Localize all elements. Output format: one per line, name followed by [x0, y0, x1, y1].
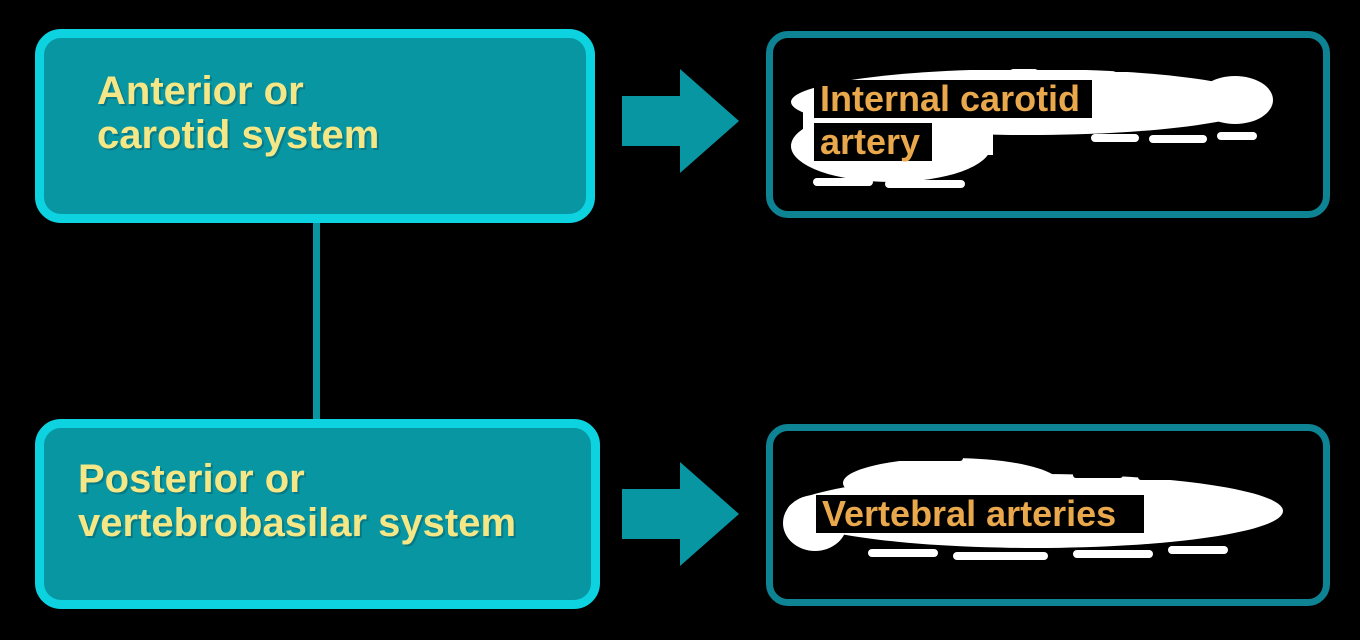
node-label-vertebral: Vertebral arteries — [816, 495, 1145, 533]
node-posterior-vertebrobasilar-system: Posterior or vertebrobasilar system — [35, 419, 600, 609]
right-arrow-icon — [622, 462, 739, 566]
node-label-line: artery — [814, 123, 933, 161]
node-vertebral-arteries: Vertebral arteries — [766, 424, 1330, 606]
node-label-anterior: Anterior or carotid system — [97, 69, 379, 157]
node-anterior-carotid-system: Anterior or carotid system — [35, 29, 595, 223]
node-label-posterior: Posterior or vertebrobasilar system — [78, 457, 516, 545]
right-arrow-icon — [622, 69, 739, 173]
node-internal-carotid-artery: Internal carotid artery — [766, 31, 1330, 218]
node-label-line: Anterior or — [97, 69, 304, 113]
arrow-anterior-to-internal-carotid-icon — [622, 67, 740, 175]
node-label-line: Posterior or — [78, 457, 305, 501]
node-label-line: vertebrobasilar system — [78, 501, 517, 545]
node-label-line: carotid system — [97, 113, 380, 157]
node-label-internal-carotid: Internal carotid artery — [814, 80, 1093, 161]
arrow-posterior-to-vertebral-icon — [622, 460, 740, 568]
connector-anterior-to-posterior — [313, 223, 320, 419]
node-label-line: Vertebral arteries — [816, 495, 1145, 533]
node-label-line: Internal carotid — [814, 80, 1093, 118]
